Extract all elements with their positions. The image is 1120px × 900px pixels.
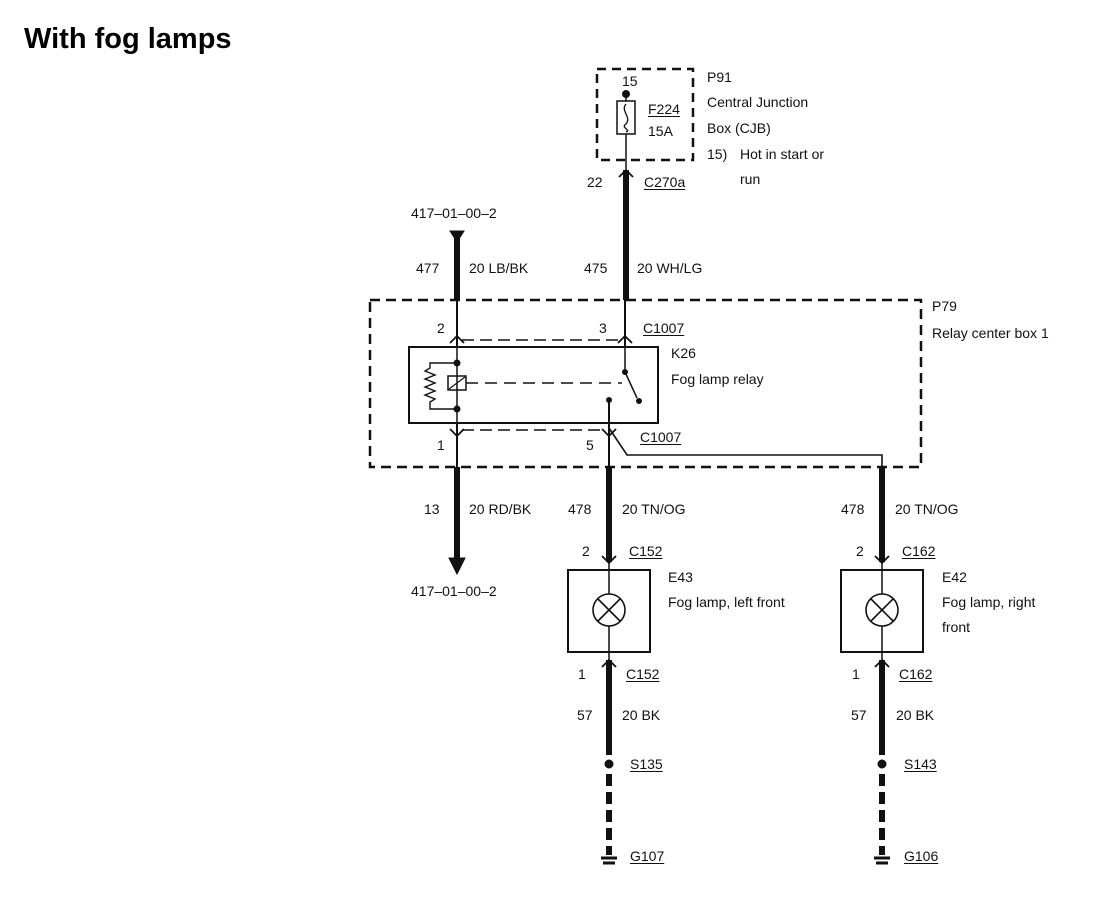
e43-name-label: Fog lamp, left front — [668, 594, 785, 610]
fuse-pin-label: 15 — [622, 73, 638, 89]
s143-splice-label: S143 — [904, 756, 937, 772]
wire-475-spec: 20 WH/LG — [637, 260, 703, 276]
c162-bottom-pin-label: 1 — [852, 666, 860, 682]
wire-478-right-spec: 20 TN/OG — [895, 501, 959, 517]
relay-coil-diagonal — [448, 376, 466, 390]
c270a-pin-label: 22 — [587, 174, 603, 190]
c1007-top-pin3-label: 3 — [599, 320, 607, 336]
c1007-top-pin2-label: 2 — [437, 320, 445, 336]
wire-13-spec: 20 RD/BK — [469, 501, 532, 517]
cjb-name-line2: Box (CJB) — [707, 120, 771, 136]
ref-bottom-label: 417–01–00–2 — [411, 583, 497, 599]
fuse-id-label: F224 — [648, 101, 680, 117]
right-fog-lamp-feed — [608, 427, 883, 467]
c152-bottom-pin-label: 1 — [578, 666, 586, 682]
fuse-pin-dot — [622, 90, 630, 98]
ref-bottom-arrow — [448, 557, 466, 576]
e43-id-label: E43 — [668, 569, 693, 585]
ref-top-label: 417–01–00–2 — [411, 205, 497, 221]
page-title: With fog lamps — [24, 23, 232, 55]
relay-name-label: Fog lamp relay — [671, 371, 764, 387]
relay-center-id: P79 — [932, 298, 957, 314]
cjb-note-number: 15) — [707, 146, 728, 162]
g106-ground-label: G106 — [904, 848, 939, 864]
cjb-dashed-box — [595, 67, 695, 162]
s143-splice-dot — [877, 759, 887, 769]
s135-splice-dot — [604, 759, 614, 769]
e42-name-line1: Fog lamp, right — [942, 594, 1036, 610]
cjb-name-line1: Central Junction — [707, 94, 809, 110]
e43-lamp-symbol — [592, 593, 626, 627]
fuse-rating-label: 15A — [648, 123, 673, 139]
relay-center-name: Relay center box 1 — [932, 325, 1049, 341]
c152-top-pin-label: 2 — [582, 543, 590, 559]
c152-bottom-connector-label: C152 — [626, 666, 660, 682]
c1007-bottom-pin1-label: 1 — [437, 437, 445, 453]
c152-top-connector-label: C152 — [629, 543, 663, 559]
wire-478-right-circuit: 478 — [841, 501, 865, 517]
c1007-top-connector-label: C1007 — [643, 320, 685, 336]
ref-top-arrow — [449, 230, 465, 243]
wire-477-spec: 20 LB/BK — [469, 260, 529, 276]
wire-57-left-circuit: 57 — [577, 707, 593, 723]
c1007-bottom-connector-label: C1007 — [640, 429, 682, 445]
c162-top-pin-label: 2 — [856, 543, 864, 559]
wire-57-left-spec: 20 BK — [622, 707, 661, 723]
cjb-id-label: P91 — [707, 69, 732, 85]
wire-57-right-spec: 20 BK — [896, 707, 935, 723]
c270a-connector-label: C270a — [644, 174, 686, 190]
e42-name-line2: front — [942, 619, 971, 635]
relay-switch-arm — [624, 371, 638, 399]
k26-relay-box — [408, 346, 659, 424]
e42-id-label: E42 — [942, 569, 967, 585]
g107-ground-symbol — [601, 856, 617, 865]
g107-ground-label: G107 — [630, 848, 665, 864]
cjb-note-line2: run — [740, 171, 761, 187]
coil-resistor-symbol — [423, 362, 457, 410]
relay-switch-no-contact — [636, 398, 642, 404]
relay-center-box-dashed — [368, 298, 923, 469]
wire-57-right-circuit: 57 — [851, 707, 867, 723]
s135-splice-label: S135 — [630, 756, 663, 772]
wire-475-circuit: 475 — [584, 260, 608, 276]
wire-478-left-spec: 20 TN/OG — [622, 501, 686, 517]
c1007-bottom-pin5-label: 5 — [586, 437, 594, 453]
c162-top-connector-label: C162 — [902, 543, 936, 559]
wire-13-circuit: 13 — [424, 501, 440, 517]
relay-id-label: K26 — [671, 345, 696, 361]
g106-ground-symbol — [874, 856, 890, 865]
c1007-bottom-pin1-symbol — [449, 428, 465, 438]
wire-478-left-circuit: 478 — [568, 501, 592, 517]
wire-477-circuit: 477 — [416, 260, 440, 276]
c162-bottom-connector-label: C162 — [899, 666, 933, 682]
cjb-note-line1: Hot in start or — [740, 146, 825, 162]
e42-lamp-symbol — [865, 593, 899, 627]
c1007-bottom-pin5-symbol — [601, 428, 617, 438]
fuse-symbol — [616, 100, 636, 135]
